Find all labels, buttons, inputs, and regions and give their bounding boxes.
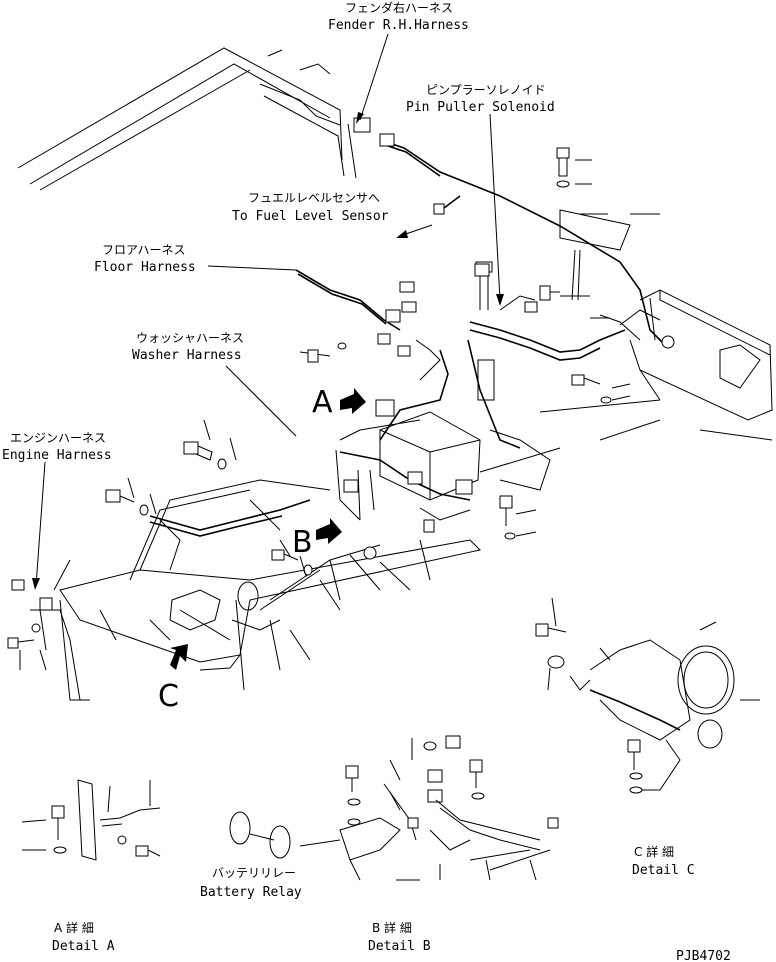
engine-harness-label-en: Engine Harness <box>2 448 112 463</box>
controller-box <box>335 399 481 533</box>
upper-harness <box>379 133 675 449</box>
fuel-tank <box>479 289 773 473</box>
detail-c-label-jp: C 詳 細 <box>634 844 674 859</box>
washer-harness-label-en: Washer Harness <box>132 348 242 363</box>
bolts-upper-right <box>474 147 661 404</box>
leader-lines <box>32 33 504 811</box>
floor-harness-label-jp: フロアハーネス <box>102 243 186 257</box>
fender-label-jp: フェンダ右ハーネス <box>345 0 453 15</box>
battery-relay-label-jp: バッテリリレー <box>212 866 296 880</box>
detail-a-drawing <box>21 779 161 861</box>
floor-harness-label-en: Floor Harness <box>94 260 196 275</box>
fuel-sensor-label-en: To Fuel Level Sensor <box>232 209 389 224</box>
pin-puller-label-jp: ピンプラーソレノイド <box>426 83 546 97</box>
fuel-sensor-label-jp: フュエルレベルセンサへ <box>248 191 380 205</box>
engine-harness <box>7 559 171 701</box>
base-frame <box>59 479 482 701</box>
detail-c-drawing <box>535 597 760 794</box>
detail-b-label-jp: B 詳 細 <box>372 920 412 935</box>
detail-a-label-jp: A 詳 細 <box>54 920 94 935</box>
cab-fender-outline <box>17 47 371 191</box>
detail-b-drawing <box>229 735 559 881</box>
detail-b-label-en: Detail B <box>368 939 431 954</box>
text-labels: フェンダ右ハーネス Fender R.H.Harness ピンプラーソレノイド … <box>2 0 731 962</box>
pin-puller-label-en: Pin Puller Solenoid <box>406 100 555 115</box>
drawing-number: PJB4702 <box>676 949 731 962</box>
detail-c-label-en: Detail C <box>632 863 695 878</box>
battery-relay-label-en: Battery Relay <box>200 885 302 900</box>
marker-b: B <box>292 525 313 560</box>
engine-harness-label-jp: エンジンハーネス <box>10 431 106 445</box>
detail-a-label-en: Detail A <box>52 939 115 954</box>
bolts-left <box>105 419 313 577</box>
floor-harness <box>295 269 449 441</box>
marker-arrows <box>170 388 366 670</box>
marker-c: C <box>158 679 179 714</box>
lower-components <box>169 429 551 691</box>
marker-a: A <box>312 385 333 420</box>
fender-label-en: Fender R.H.Harness <box>328 18 469 33</box>
washer-harness-label-jp: ウォッシャハーネス <box>136 331 244 345</box>
